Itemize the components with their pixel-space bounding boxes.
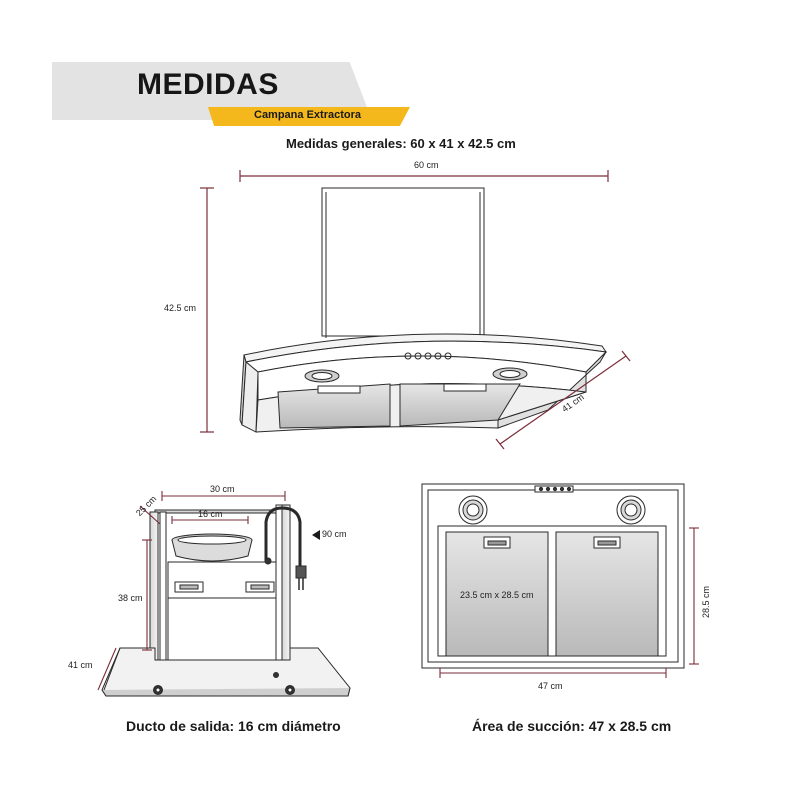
page-subtitle: Campana Extractora	[254, 109, 361, 121]
height-label: 42.5 cm	[164, 303, 197, 313]
side-top-width-label: 30 cm	[210, 484, 235, 494]
suction-width-label: 47 cm	[538, 681, 563, 691]
side-depth-label: 41 cm	[68, 660, 93, 670]
filter-size-label: 23.5 cm x 28.5 cm	[460, 590, 534, 600]
duct-diameter-label: 16 cm	[198, 509, 223, 519]
angle-marker-icon	[312, 530, 320, 540]
width-label: 60 cm	[414, 160, 439, 170]
general-dimensions-caption: Medidas generales: 60 x 41 x 42.5 cm	[286, 136, 516, 151]
bottom-view-drawing	[421, 483, 685, 669]
suction-caption: Área de succión: 47 x 28.5 cm	[472, 718, 672, 734]
bottom-dimension-lines	[439, 527, 699, 678]
side-view-drawing	[101, 504, 351, 697]
suction-height-label: 28.5 cm	[701, 585, 711, 618]
duct-caption: Ducto de salida: 16 cm diámetro	[126, 718, 341, 734]
main-hood-drawing	[239, 187, 608, 433]
subtitle-banner	[208, 107, 410, 126]
angle-label: 90 cm	[322, 529, 347, 539]
main-dimension-lines	[200, 170, 631, 450]
side-height-label: 38 cm	[118, 593, 143, 603]
side-dimension-lines	[97, 491, 286, 691]
page-title: MEDIDAS	[137, 68, 279, 101]
